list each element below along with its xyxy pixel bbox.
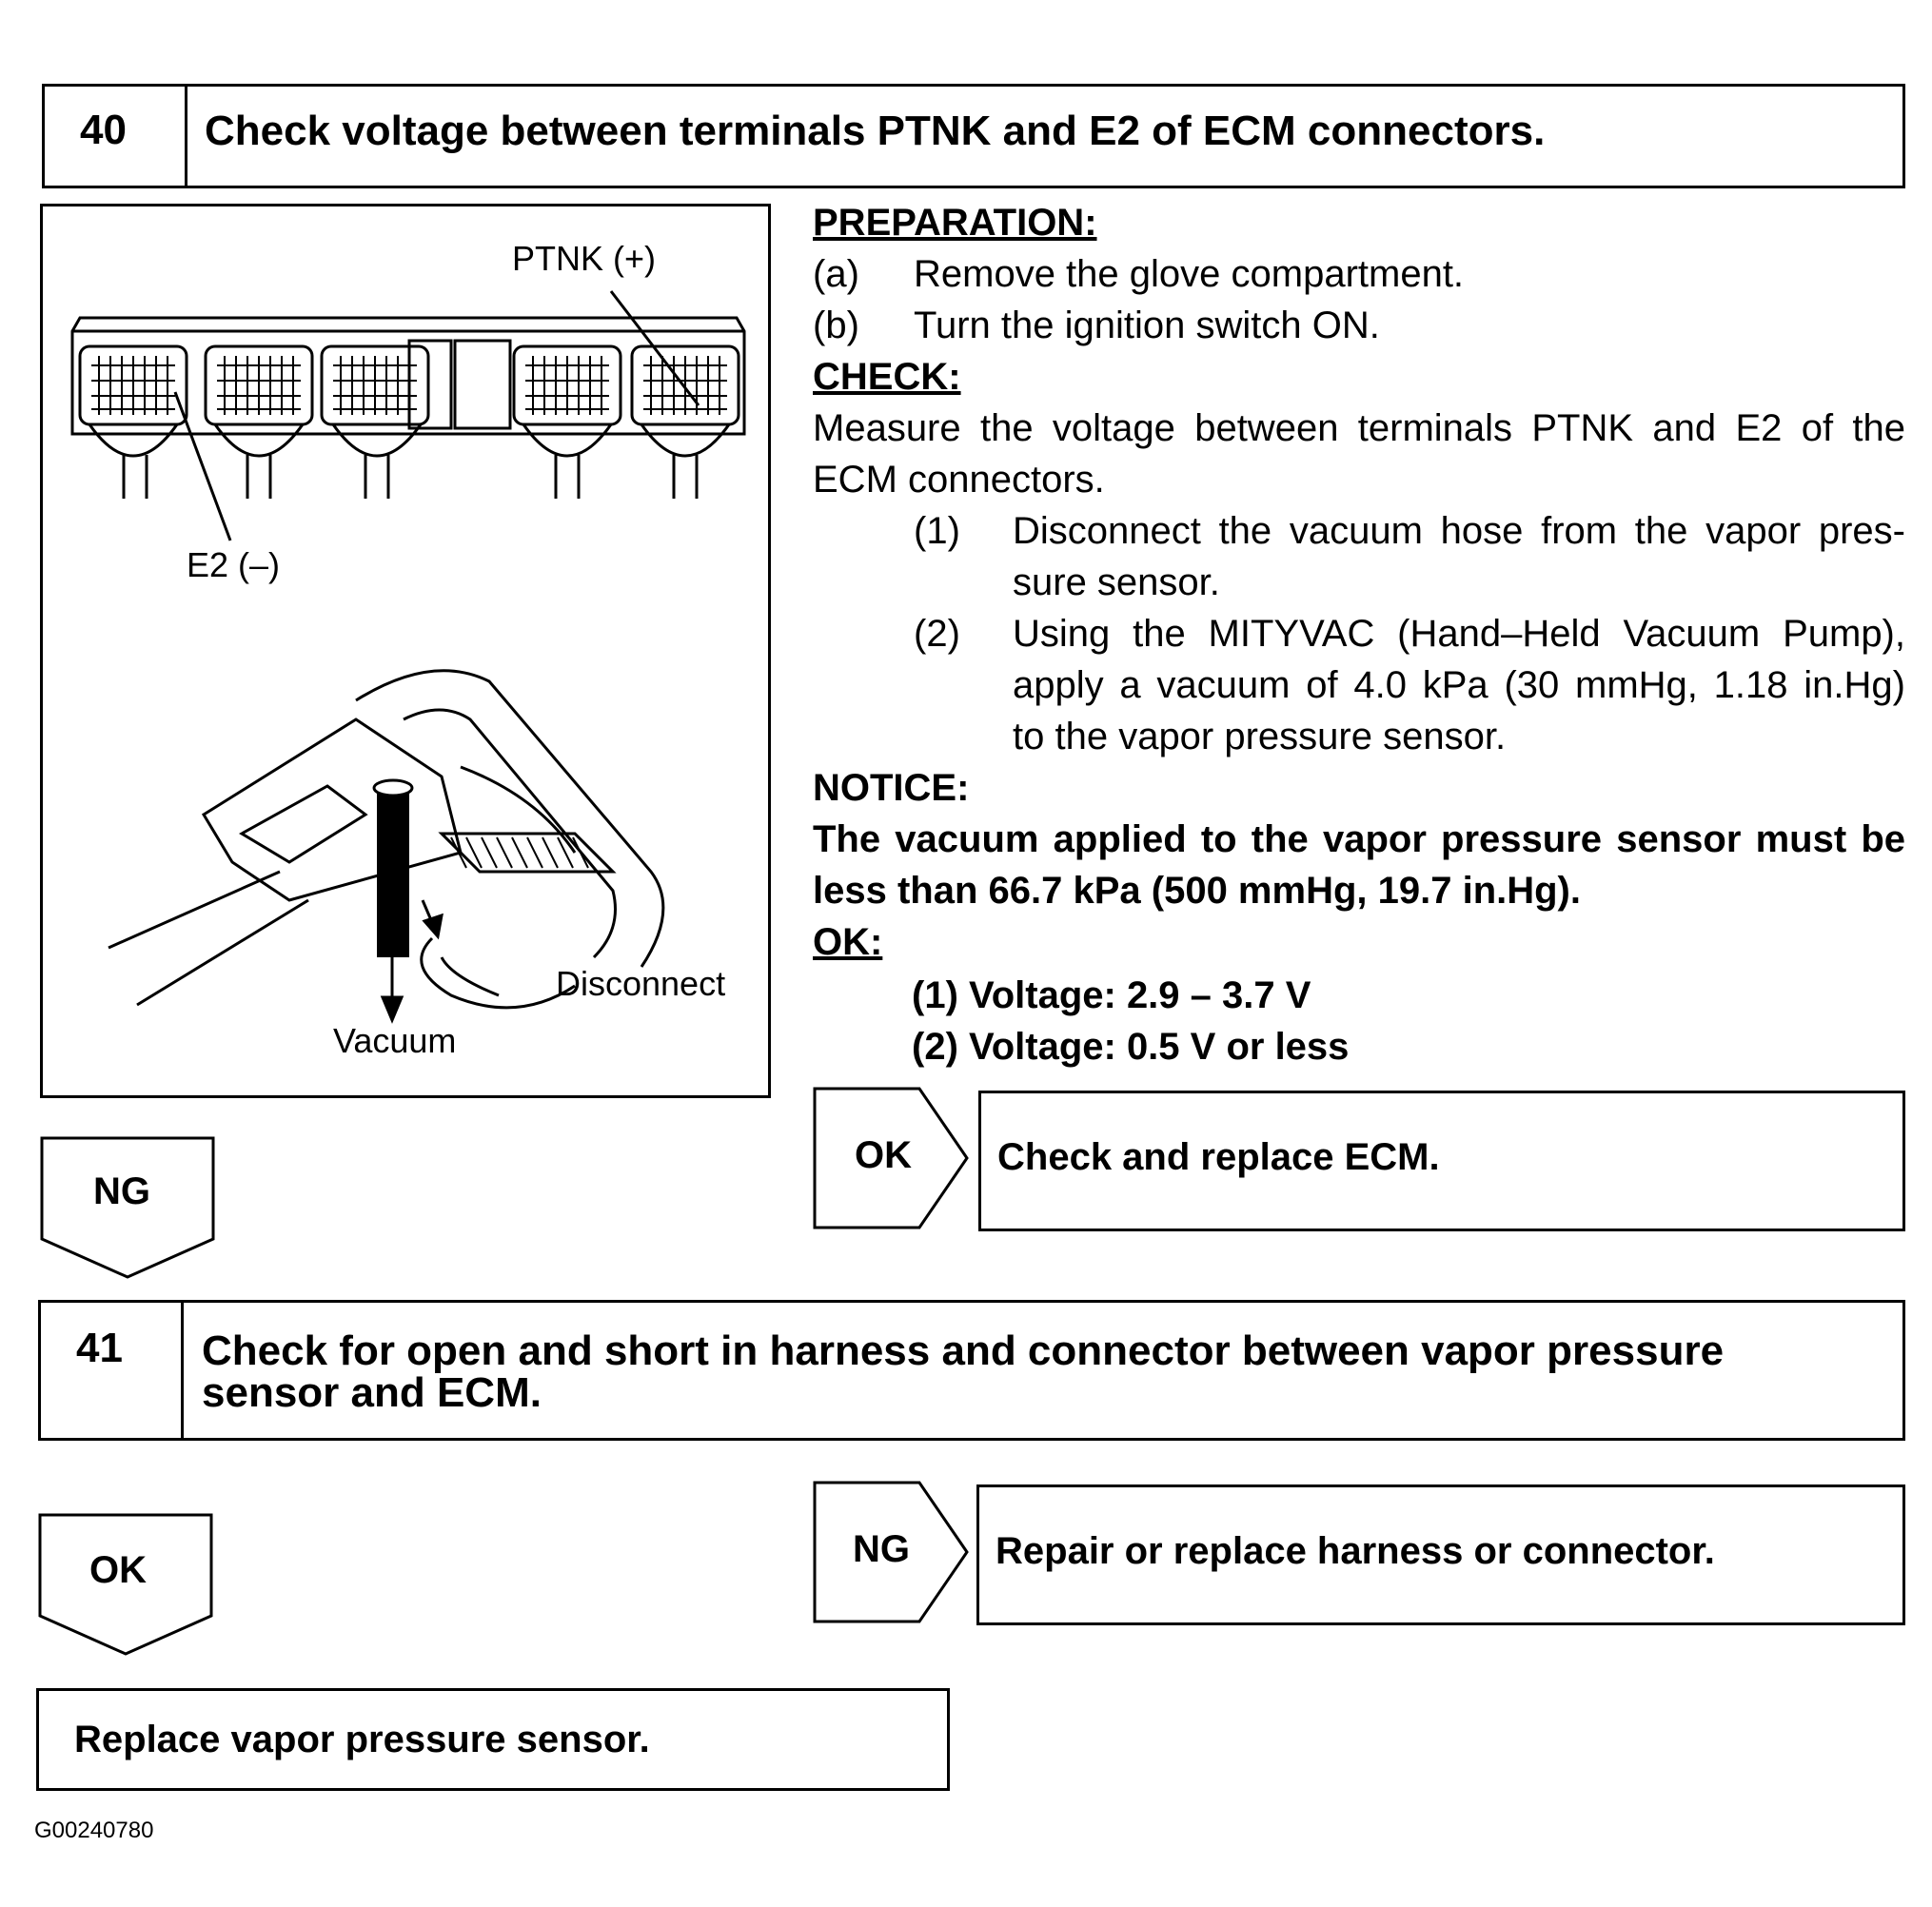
- figure-code: G00240780: [34, 1818, 154, 1843]
- ng-result-box-41: [976, 1484, 1905, 1625]
- ok-down-arrow-41: [38, 1513, 213, 1656]
- step-40-title: Check voltage between terminals PTNK and…: [205, 108, 1546, 154]
- final-result-box: [36, 1688, 950, 1791]
- step-41-header: [38, 1300, 1905, 1441]
- check-text-line1: Measure the voltage between terminals PT…: [813, 407, 1905, 449]
- step-40-divider: [185, 84, 187, 188]
- ok-spec-item1: (1) Voltage: 2.9 – 3.7 V: [912, 974, 1311, 1016]
- check-heading: CHECK:: [813, 356, 961, 398]
- notice-line2: less than 66.7 kPa (500 mmHg, 19.7 in.Hg…: [813, 870, 1581, 912]
- label-ptnk: PTNK (+): [512, 239, 656, 278]
- ng-tag-41: NG: [853, 1528, 910, 1570]
- notice-line1: The vacuum applied to the vapor pressure…: [813, 818, 1905, 860]
- step-41-number: 41: [76, 1325, 123, 1371]
- label-disconnect: Disconnect: [556, 964, 725, 1003]
- check-step-2-line1: Using the MITYVAC (Hand–Held Vacuum Pump…: [1013, 613, 1905, 655]
- ok-tag-41: OK: [89, 1549, 147, 1591]
- label-e2: E2 (–): [187, 545, 280, 584]
- prep-text-a: Remove the glove compartment.: [914, 253, 1465, 295]
- ok-tag-arrow-40: [813, 1087, 969, 1229]
- ng-result-text-41: Repair or replace harness or connector.: [996, 1530, 1715, 1572]
- notice-heading: NOTICE:: [813, 767, 970, 809]
- prep-marker-b: (b): [813, 305, 859, 346]
- ecm-connector-diagram: PTNK (+) E2 (–) Disconnect Vacuum: [70, 239, 746, 1060]
- check-step-1-line1: Disconnect the vacuum hose from the vapo…: [1013, 510, 1905, 552]
- label-vacuum: Vacuum: [333, 1021, 456, 1060]
- check-step-2-line2: apply a vacuum of 4.0 kPa (30 mmHg, 1.18…: [1013, 664, 1905, 706]
- step-40-header: [42, 84, 1905, 188]
- check-step-2-marker: (2): [914, 613, 960, 655]
- check-step-1-marker: (1): [914, 510, 960, 552]
- diagram-frame: [40, 204, 771, 1098]
- ok-spec-heading: OK:: [813, 921, 883, 963]
- prep-text-b: Turn the ignition switch ON.: [914, 305, 1380, 346]
- ok-tag-40: OK: [855, 1134, 912, 1176]
- step-41-title-line1: Check for open and short in harness and …: [202, 1327, 1725, 1374]
- final-result-text: Replace vapor pressure sensor.: [74, 1719, 650, 1760]
- ng-tag-arrow-41: [813, 1481, 969, 1623]
- preparation-heading: PREPARATION:: [813, 202, 1097, 244]
- prep-marker-a: (a): [813, 253, 859, 295]
- check-step-2-line3: to the vapor pressure sensor.: [1013, 716, 1507, 757]
- step-41-divider: [181, 1300, 184, 1441]
- step-41-title-line2: sensor and ECM.: [202, 1369, 542, 1416]
- ng-down-arrow-40: [40, 1136, 215, 1279]
- check-text-line2: ECM connectors.: [813, 459, 1105, 501]
- ng-tag-40: NG: [93, 1170, 150, 1212]
- ok-spec-item2: (2) Voltage: 0.5 V or less: [912, 1026, 1350, 1068]
- ok-result-box-40: [978, 1091, 1905, 1231]
- check-step-1-line2: sure sensor.: [1013, 561, 1220, 603]
- ok-result-text-40: Check and replace ECM.: [997, 1136, 1440, 1178]
- step-40-number: 40: [80, 107, 127, 153]
